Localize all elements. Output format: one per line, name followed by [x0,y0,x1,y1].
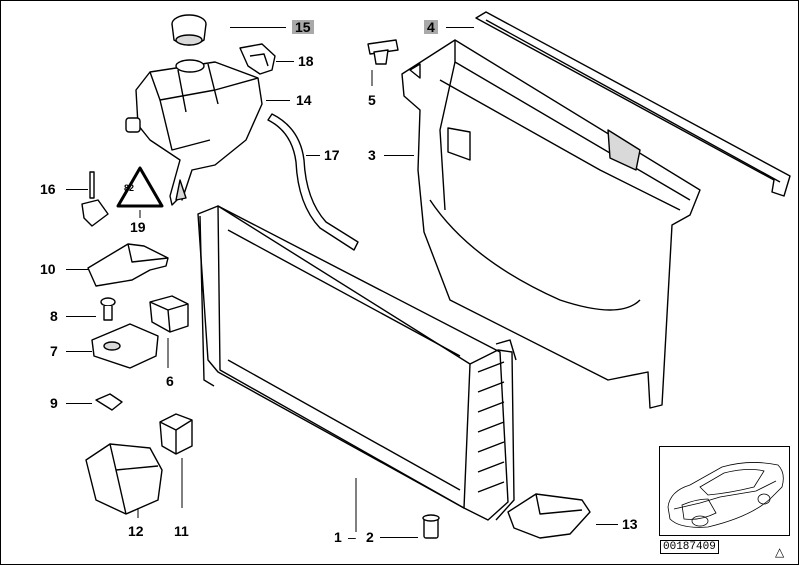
callout-14[interactable]: 14 [296,92,312,108]
callout-13[interactable]: 13 [622,516,638,532]
callout-19[interactable]: 19 [130,219,146,235]
expansion-tank-drawing [125,59,263,206]
clip-nut-9-drawing [95,393,123,411]
leader-2 [380,537,418,538]
callout-17[interactable]: 17 [324,147,340,163]
leader-3 [384,155,414,156]
callout-10[interactable]: 10 [40,261,56,277]
drain-plug-drawing [422,514,440,539]
callout-dash: – [348,529,356,545]
leader-15 [230,27,286,28]
leader-7 [66,351,92,352]
callout-5[interactable]: 5 [368,92,376,108]
tank-cap-drawing [171,14,207,46]
callout-8[interactable]: 8 [50,308,58,324]
callout-2[interactable]: 2 [366,529,374,545]
warning-sign-drawing [116,166,164,208]
callout-18[interactable]: 18 [298,53,314,69]
leader-16 [66,189,88,190]
image-number: 00187409 [660,540,719,554]
callout-3[interactable]: 3 [368,147,376,163]
car-silhouette-icon [667,462,784,528]
rivet-5-drawing [367,39,399,65]
vehicle-inset [659,446,790,536]
air-duct-12-drawing [85,443,163,515]
sensor-16-drawing [81,171,109,227]
bracket-10-drawing [87,243,169,287]
callout-11[interactable]: 11 [174,523,189,539]
callout-1[interactable]: 1 [334,529,342,545]
callout-9[interactable]: 9 [50,395,58,411]
callout-15[interactable]: 15 [292,20,314,34]
callout-6[interactable]: 6 [166,373,174,389]
leader-10 [66,269,88,270]
leader-4 [446,27,474,28]
callout-16[interactable]: 16 [40,181,56,197]
leader-13 [596,524,618,525]
leader-9 [66,403,92,404]
hose-17-drawing [267,113,359,251]
callout-4[interactable]: 4 [424,20,438,34]
air-duct-13-drawing [507,493,591,539]
fan-shroud-drawing [401,39,701,409]
triangle-icon[interactable]: △ [775,545,785,559]
leader-8 [66,316,96,317]
callout-7[interactable]: 7 [50,343,58,359]
mount-11-drawing [159,413,193,455]
bolt-8-drawing [100,297,116,321]
leader-17 [306,155,320,156]
clip-18-drawing [239,43,276,75]
leader-18 [276,61,294,62]
bracket-7-drawing [91,323,159,369]
leader-14 [266,100,290,101]
radiator-drawing [197,205,517,521]
warning-sign-text: 82 [124,183,135,193]
callout-12[interactable]: 12 [128,523,144,539]
